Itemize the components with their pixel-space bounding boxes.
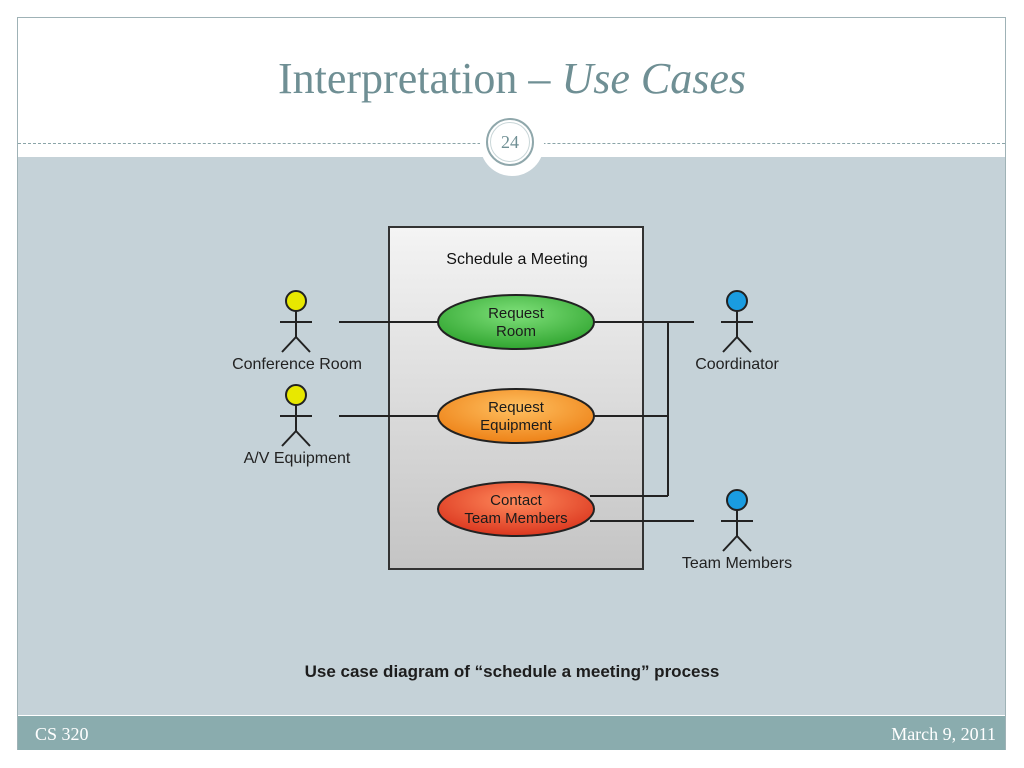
actor-label-conference-room: Conference Room	[232, 356, 362, 373]
use-case-contact-team-members: Contact Team Members	[437, 481, 595, 537]
request-room-line2: Room	[496, 323, 536, 340]
actor-label-coordinator: Coordinator	[695, 356, 779, 373]
actor-av-equipment	[280, 384, 312, 447]
contact-team-line2: Team Members	[464, 510, 567, 527]
contact-team-line1: Contact	[490, 492, 543, 509]
use-case-request-room: Request Room	[437, 294, 595, 350]
actor-coordinator	[721, 290, 753, 353]
actor-label-team-members: Team Members	[682, 555, 792, 572]
request-room-line1: Request	[488, 305, 545, 322]
actor-head-icon	[285, 290, 307, 312]
use-case-request-equipment: Request Equipment	[437, 388, 595, 444]
slide-title: Interpretation – Use Cases	[0, 52, 1024, 106]
association-lines	[339, 321, 694, 522]
title-main: Interpretation –	[277, 54, 562, 103]
title-italic: Use Cases	[561, 54, 746, 103]
actor-head-icon	[285, 384, 307, 406]
actor-team-members	[721, 489, 753, 552]
actor-head-icon	[726, 290, 748, 312]
diagram-caption: Use case diagram of “schedule a meeting”…	[304, 662, 720, 681]
request-equipment-line2: Equipment	[480, 417, 553, 434]
footer-bar	[18, 716, 1005, 750]
request-equipment-line1: Request	[488, 399, 545, 416]
system-name: Schedule a Meeting	[446, 251, 587, 268]
page-badge-inner-ring	[490, 122, 530, 162]
actor-conference-room	[280, 290, 312, 353]
footer-course: CS 320	[35, 724, 89, 744]
actor-head-icon	[726, 489, 748, 511]
footer-date: March 9, 2011	[891, 724, 996, 744]
actor-label-av-equipment: A/V Equipment	[244, 450, 351, 467]
